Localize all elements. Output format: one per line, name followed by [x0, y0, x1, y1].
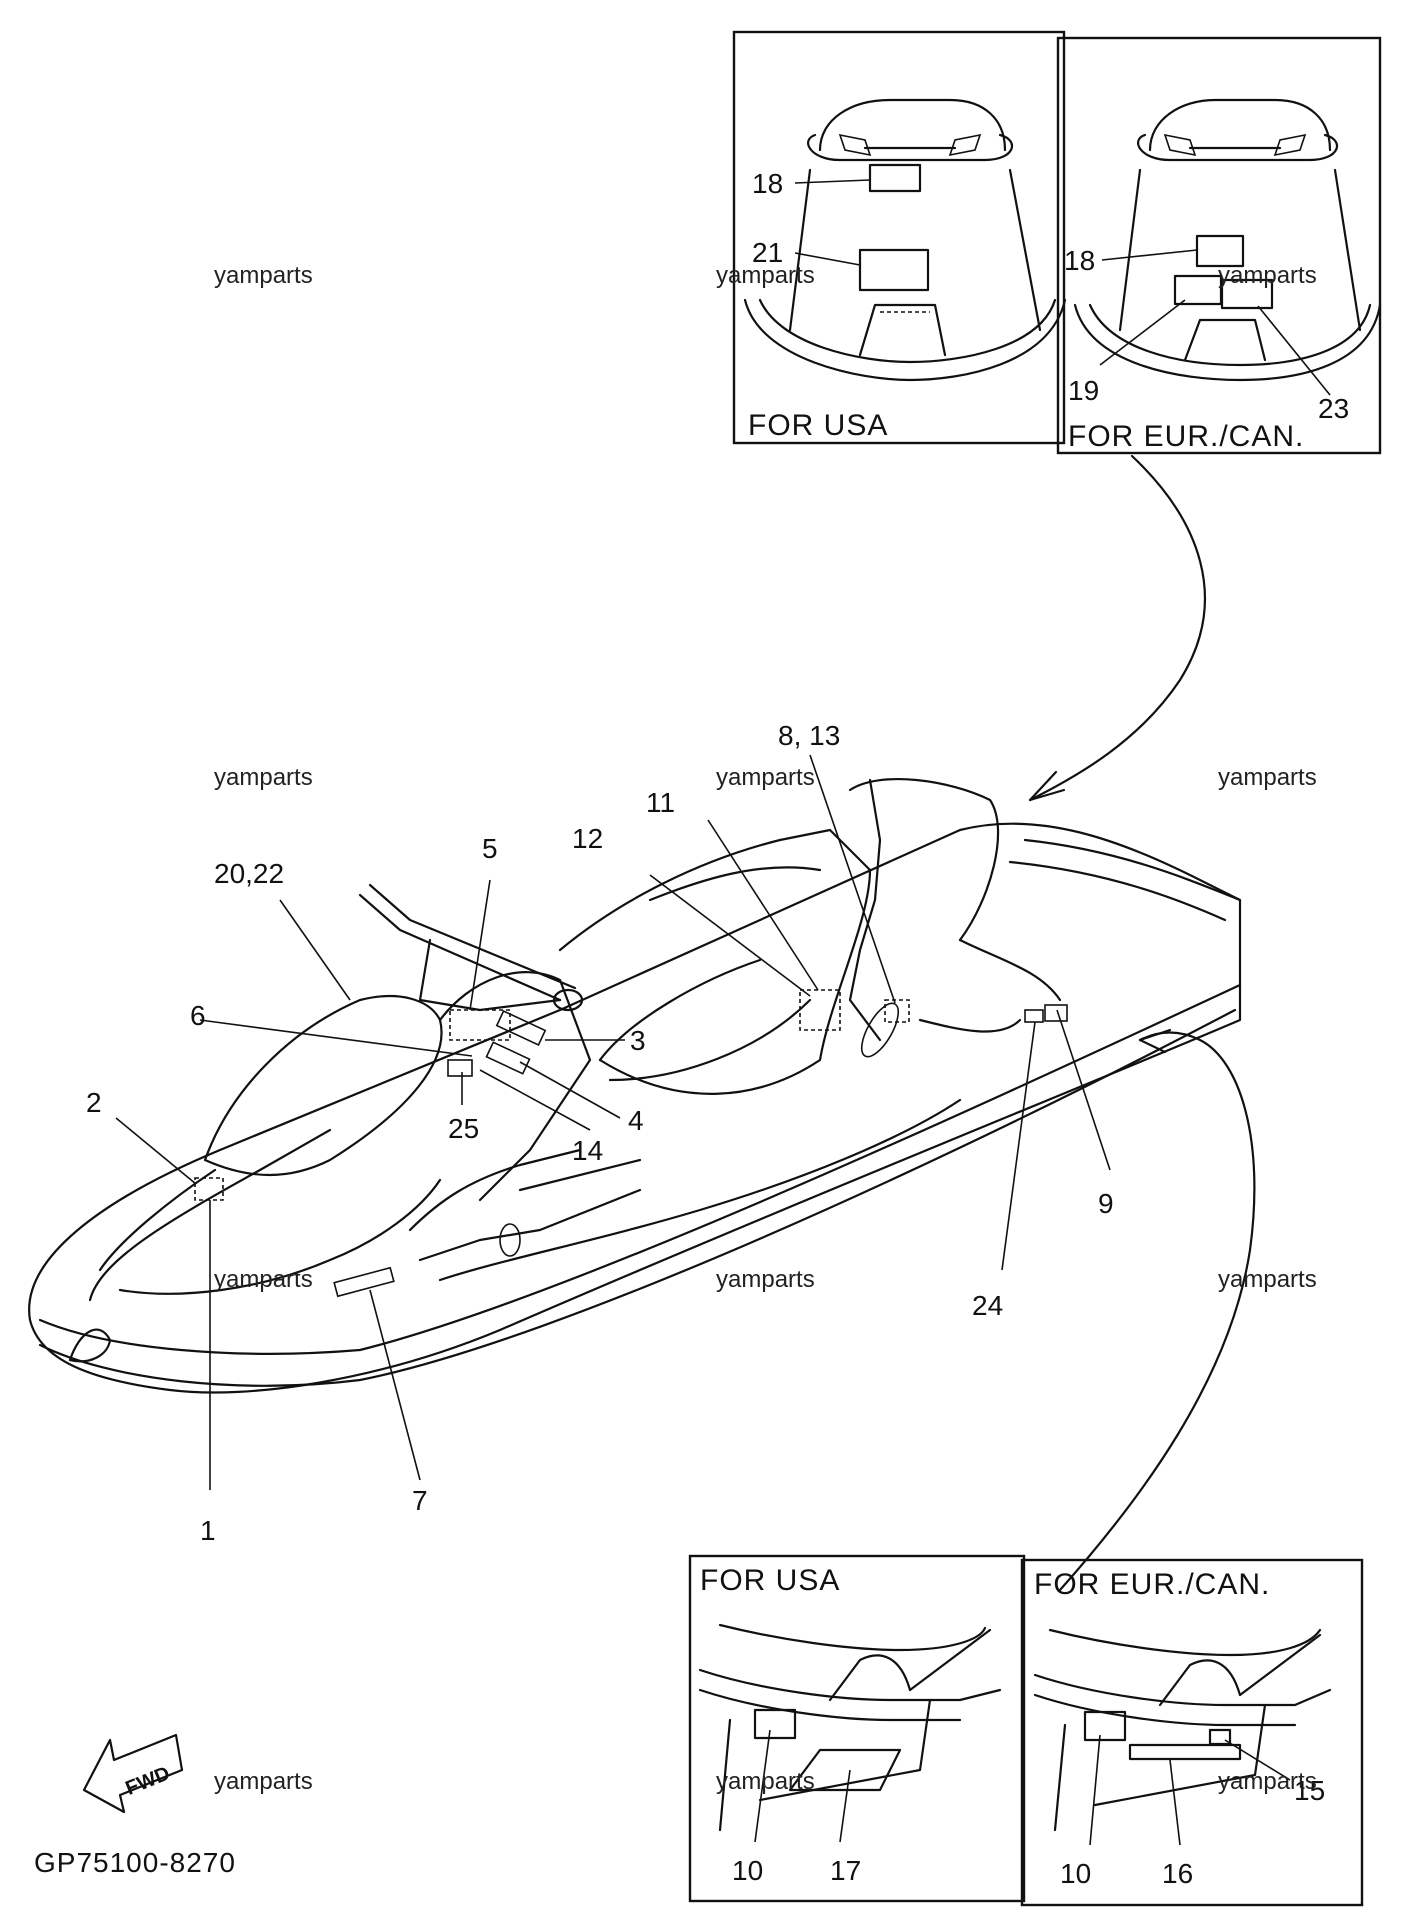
watermark-text: yamparts: [1218, 1768, 1317, 1795]
callout-9: 9: [1098, 1188, 1114, 1219]
callout-7: 7: [412, 1485, 428, 1516]
callout-5: 5: [482, 833, 498, 864]
watermark-text: yamparts: [214, 764, 313, 791]
inset-bottom-usa-label-10: 10: [732, 1855, 763, 1886]
callout-8-13: 8, 13: [778, 720, 840, 751]
inset-bottom-eur-label-10: 10: [1060, 1858, 1091, 1889]
watermark-text: yamparts: [716, 1266, 815, 1293]
inset-bottom-usa-caption: FOR USA: [700, 1564, 840, 1597]
inset-top-usa-caption: FOR USA: [748, 409, 888, 442]
inset-bottom-usa-label-17: 17: [830, 1855, 861, 1886]
inset-top-eur-label-19: 19: [1068, 375, 1099, 406]
callout-11: 11: [646, 787, 675, 818]
pointer-line-bottom: [1058, 1031, 1256, 1592]
callout-leaders: [115, 754, 1111, 1490]
inset-bottom-eur-label-16: 16: [1162, 1858, 1193, 1889]
inset-top-eur-label-18: 18: [1064, 245, 1095, 276]
inset-top-usa-label-21: 21: [752, 237, 783, 268]
diagram-code: GP75100-8270: [34, 1847, 236, 1878]
forward-arrow-icon: FWD: [82, 1733, 184, 1814]
callout-12: 12: [572, 823, 603, 854]
watermark-text: yamparts: [716, 764, 815, 791]
watermark-text: yamparts: [214, 1768, 313, 1795]
callout-1: 1: [200, 1515, 216, 1546]
inset-bottom-eur: FOR EUR./CAN. 10 16 15: [1020, 1558, 1364, 1907]
inset-top-eur-label-23: 23: [1318, 393, 1349, 424]
pointer-line-top: [1028, 454, 1206, 802]
watermark-text: yamparts: [214, 1266, 313, 1293]
callout-3: 3: [630, 1025, 646, 1056]
callout-6: 6: [190, 1000, 206, 1031]
callout-20-22: 20,22: [214, 858, 284, 889]
watermark-text: yamparts: [716, 1768, 815, 1795]
pointer-arrowhead-bottom: [1138, 1028, 1172, 1054]
watermark-text: yamparts: [1218, 1266, 1317, 1293]
inset-top-usa: 18 21 FOR USA: [732, 30, 1067, 445]
inset-bottom-eur-label-15: 15: [1294, 1775, 1325, 1806]
watermark-text: yamparts: [214, 262, 313, 289]
inset-top-usa-label-18: 18: [752, 168, 783, 199]
inset-bottom-usa: FOR USA 10 17: [688, 1554, 1026, 1903]
watermark-text: yamparts: [1218, 764, 1317, 791]
inset-top-eur: 18 19 23 FOR EUR./CAN.: [1056, 36, 1382, 455]
watercraft-drawing: [28, 777, 1242, 1394]
watermark-text: yamparts: [716, 262, 815, 289]
callout-14: 14: [572, 1135, 603, 1166]
pointer-arrowhead-top: [1028, 770, 1066, 802]
callout-2: 2: [86, 1087, 102, 1118]
watermark-text: yamparts: [1218, 262, 1317, 289]
fwd-label: FWD: [123, 1762, 173, 1799]
watermarks: yamparts yamparts yamparts yamparts yamp…: [214, 262, 1317, 1795]
callout-25: 25: [448, 1113, 479, 1144]
callout-24: 24: [972, 1290, 1003, 1321]
callout-4: 4: [628, 1105, 644, 1136]
inset-top-eur-caption: FOR EUR./CAN.: [1068, 420, 1304, 453]
inset-bottom-eur-caption: FOR EUR./CAN.: [1034, 1568, 1270, 1601]
